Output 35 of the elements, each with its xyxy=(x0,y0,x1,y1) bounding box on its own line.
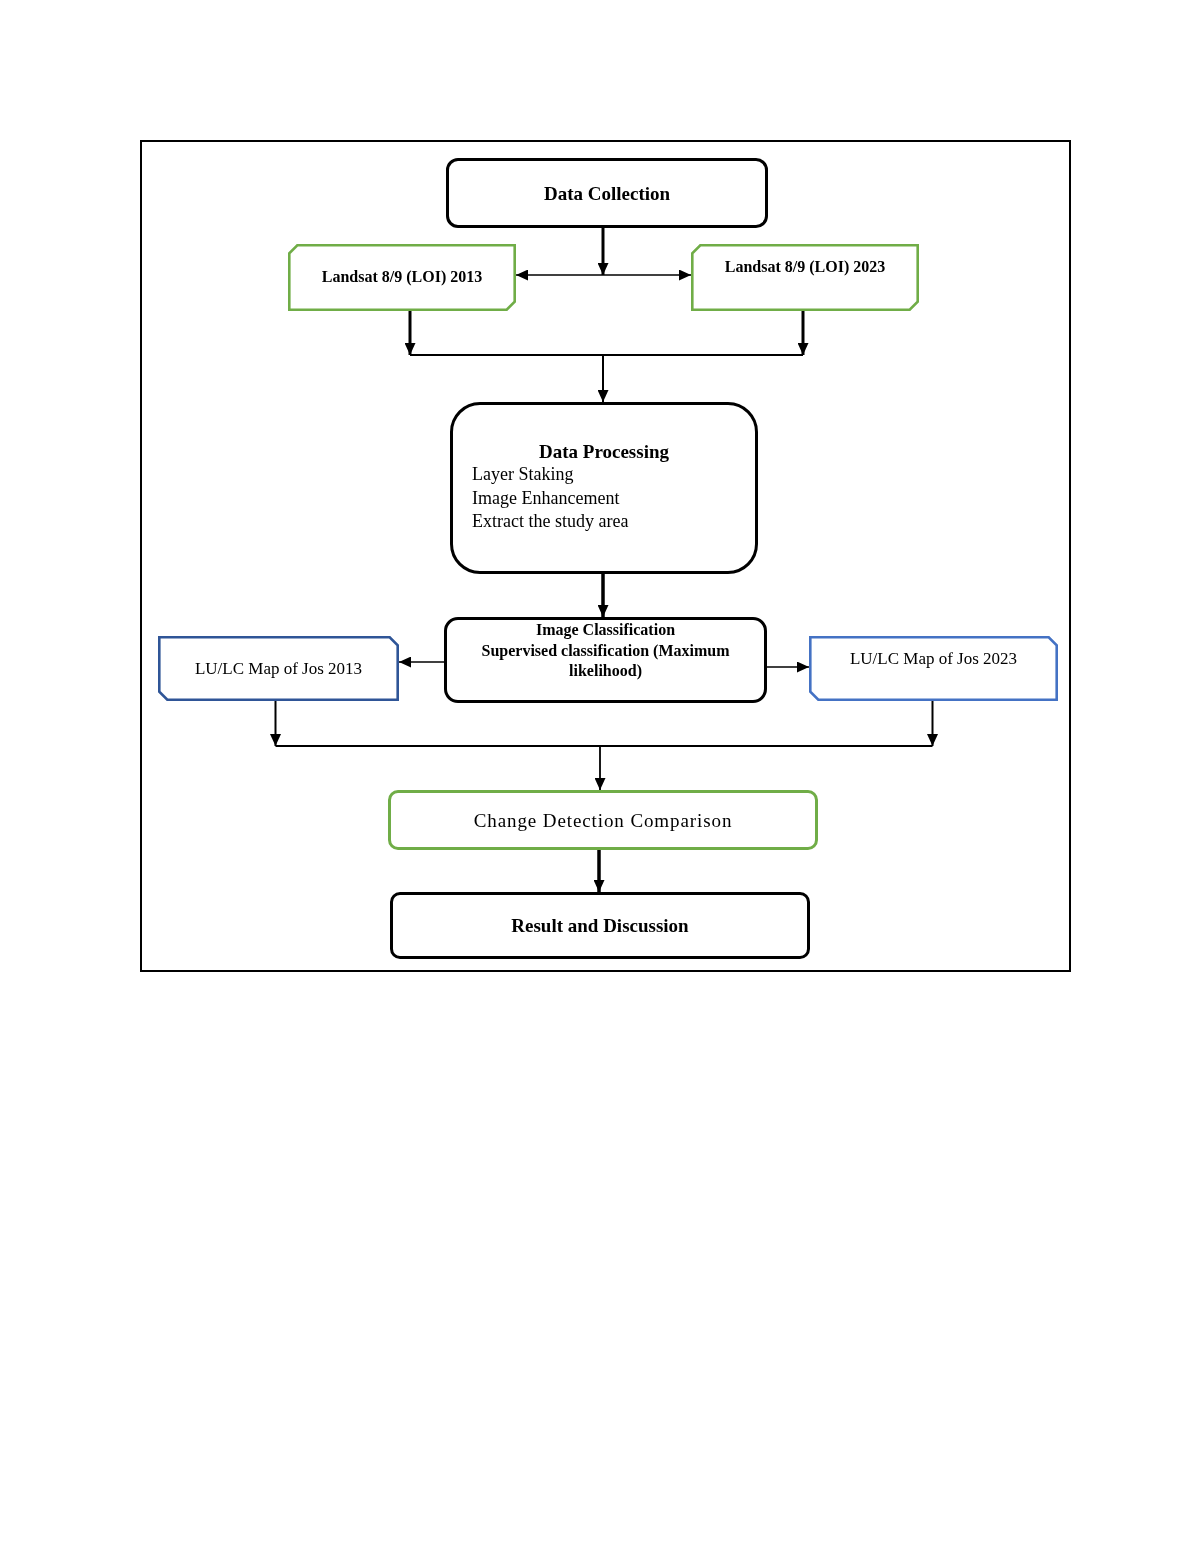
arrow xyxy=(274,745,934,791)
arrow xyxy=(398,656,445,668)
list-item: Extract the study area xyxy=(472,510,629,533)
arrow xyxy=(927,700,938,747)
arrow xyxy=(602,269,692,281)
rounded-box xyxy=(444,617,767,703)
arrow xyxy=(597,228,609,275)
box-text: Landsat 8/9 (LOI) 2013 xyxy=(321,267,483,288)
box-text: Change Detection Comparison xyxy=(473,808,733,832)
cut-corner-box xyxy=(691,244,919,311)
box-text: Result and Discussion xyxy=(511,914,689,937)
rounded-box xyxy=(388,790,818,850)
list-item: Image Enhancement xyxy=(472,486,620,510)
box-text: Supervised classification (Maximum likelihood) xyxy=(480,640,731,682)
box-text: LU/LC Map of Jos 2013 xyxy=(194,658,363,679)
box-text: LU/LC Map of Jos 2023 xyxy=(849,647,1018,669)
box-text: Data Collection xyxy=(543,181,671,205)
rounded-box xyxy=(450,402,758,574)
rounded-box xyxy=(390,892,810,959)
arrow xyxy=(404,311,416,355)
rounded-box xyxy=(446,158,768,228)
arrow xyxy=(270,700,281,747)
cut-corner-box xyxy=(158,636,399,701)
arrow xyxy=(797,311,809,355)
arrow xyxy=(766,661,810,673)
list-item: Layer Staking xyxy=(472,463,574,486)
arrow xyxy=(593,850,605,892)
box-title: Data Processing xyxy=(539,440,669,463)
arrow xyxy=(409,354,804,403)
box-title: Image Classification xyxy=(535,620,676,641)
cut-corner-box xyxy=(288,244,516,311)
arrow xyxy=(515,269,604,281)
arrow xyxy=(597,574,609,617)
cut-corner-box xyxy=(809,636,1058,701)
box-text: Landsat 8/9 (LOI) 2023 xyxy=(724,257,886,278)
